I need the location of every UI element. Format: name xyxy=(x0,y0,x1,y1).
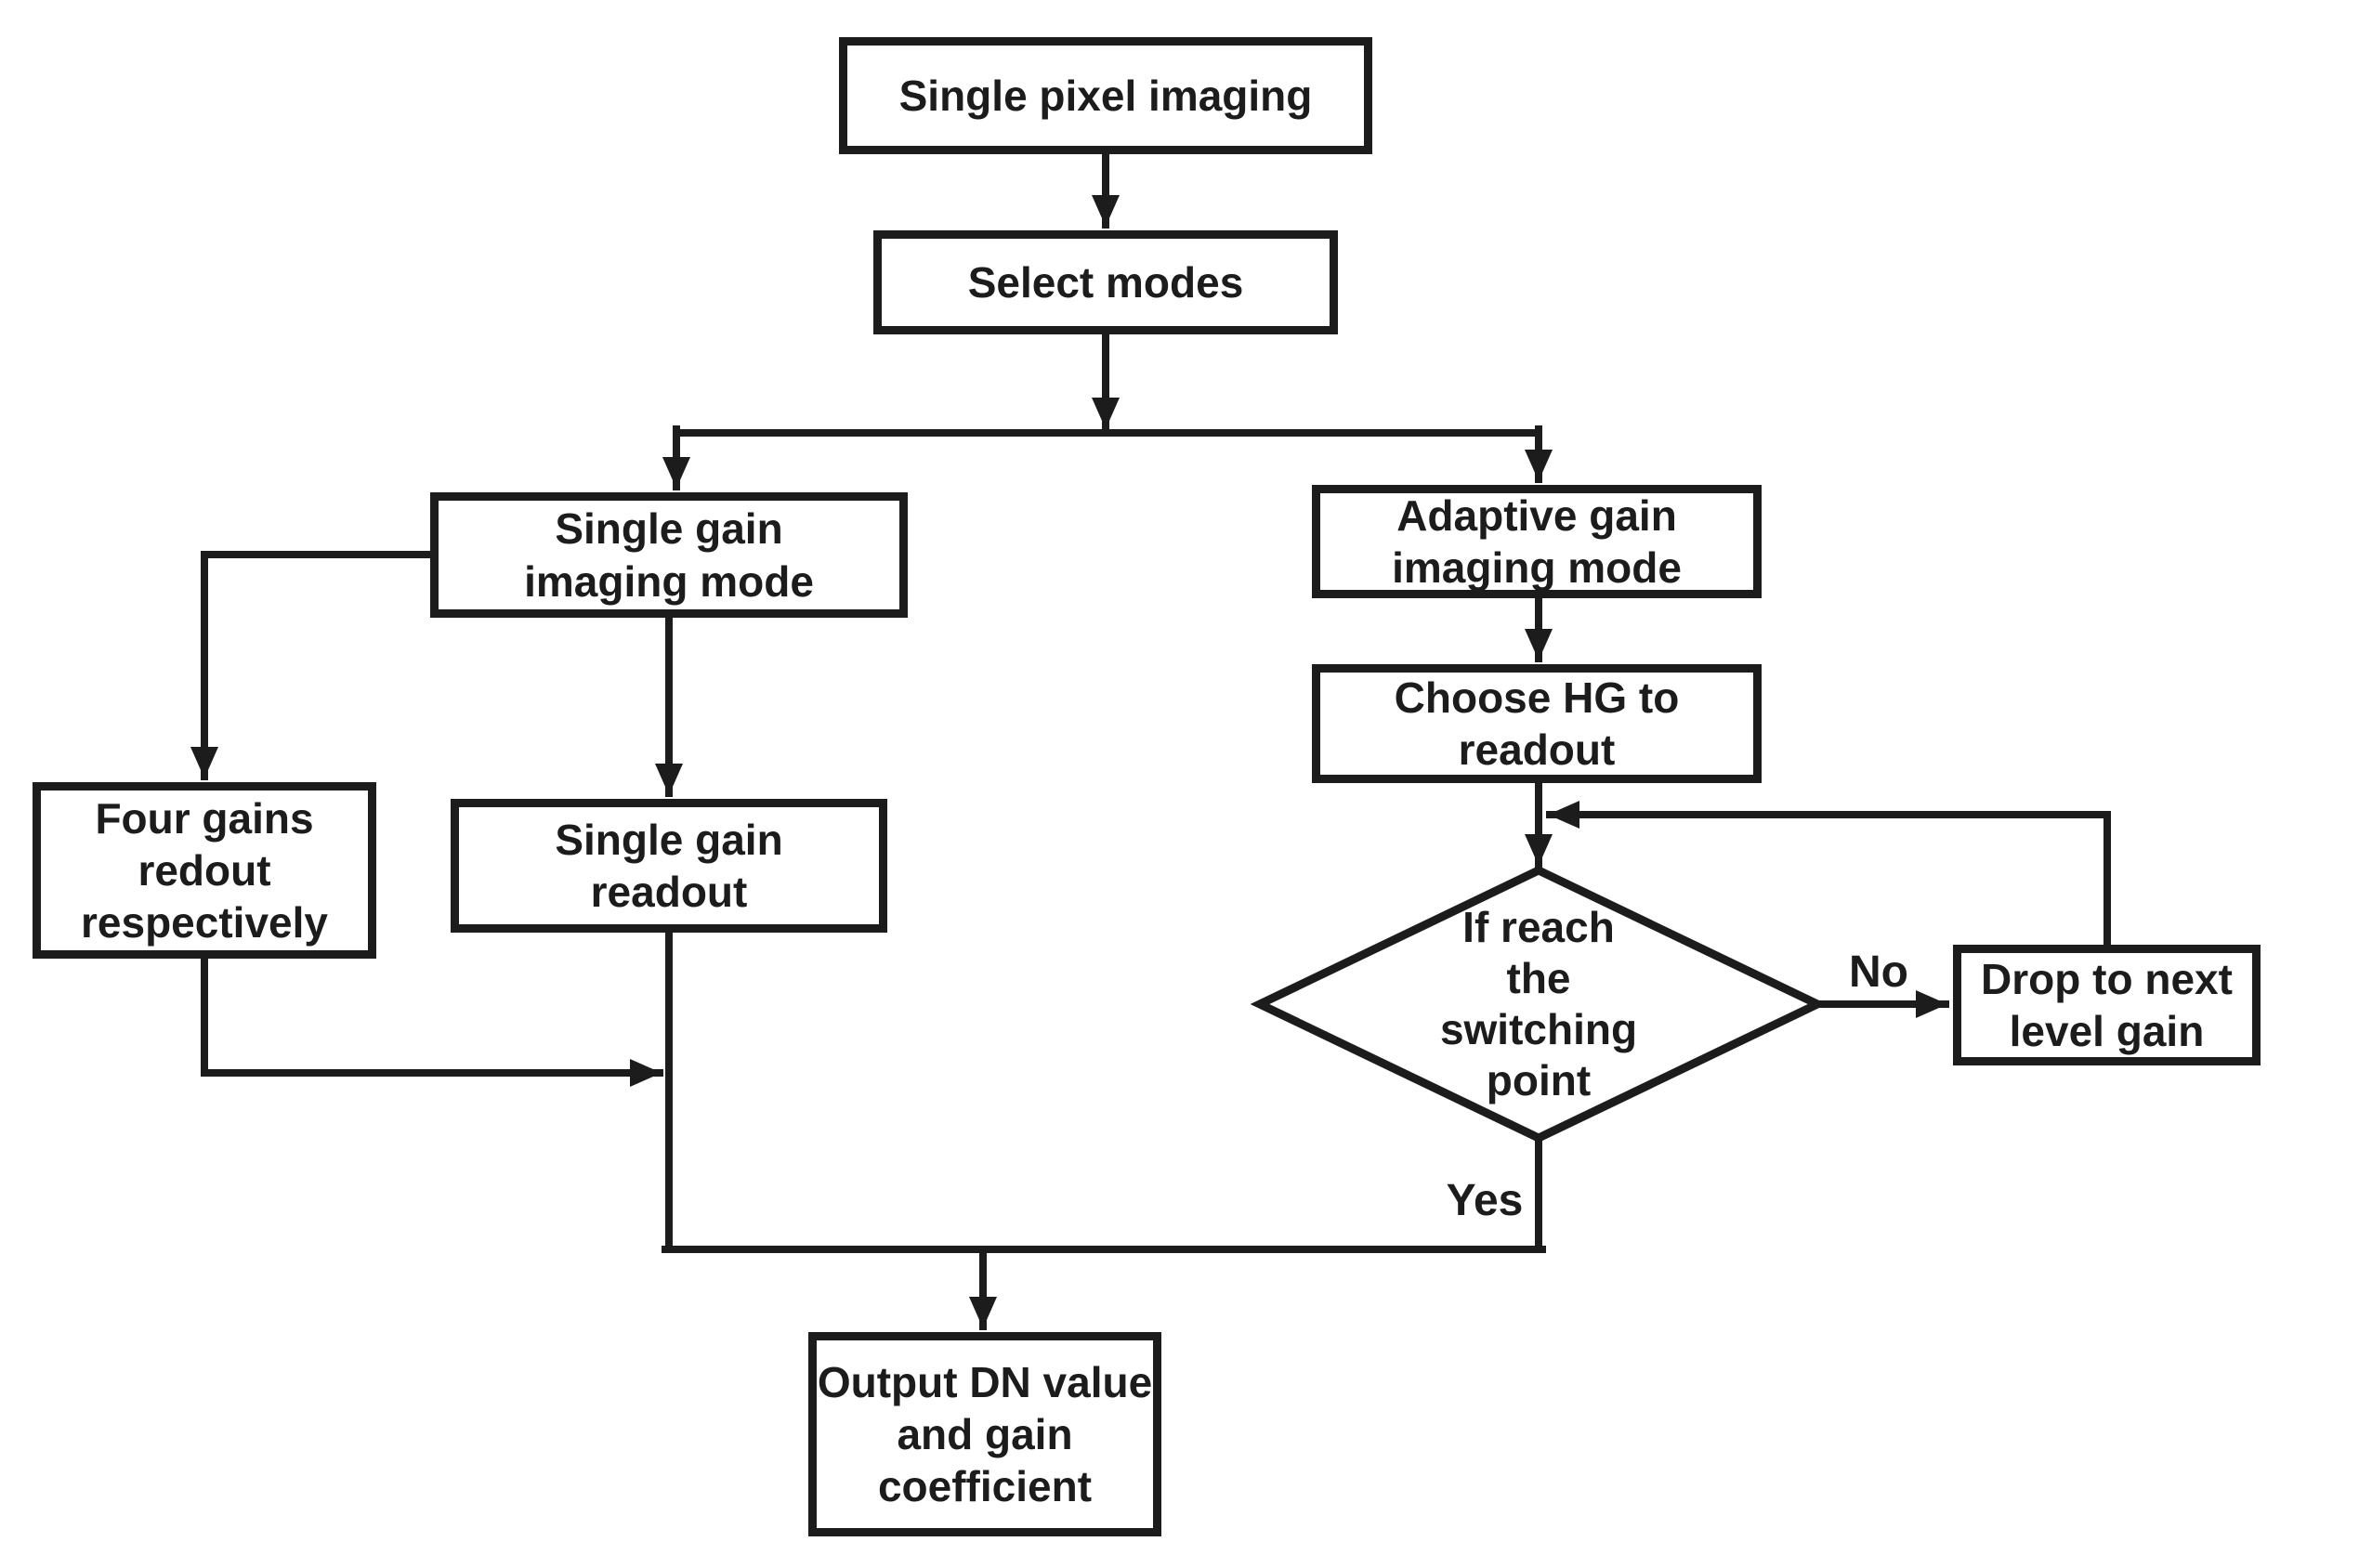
edge-label-yes: Yes xyxy=(1446,1175,1524,1225)
node-single-pixel-imaging: Single pixel imaging xyxy=(839,37,1372,154)
node-output-dn-value: Output DN value and gain coefficient xyxy=(808,1332,1161,1536)
decision-diamond-label: If reach the switching point xyxy=(1439,902,1638,1105)
edge-four-gains-to-merge xyxy=(201,955,663,1087)
decision-diamond-shape xyxy=(1250,866,1828,1143)
node-select-modes: Select modes xyxy=(873,230,1338,334)
node-four-gains-redout: Four gains redout respectively xyxy=(33,782,376,959)
node-single-gain-readout: Single gain readout xyxy=(451,799,887,933)
edge-drop-feedback-loop xyxy=(1546,801,2111,948)
node-single-gain-imaging-mode: Single gain imaging mode xyxy=(430,492,908,618)
node-drop-to-next-level-gain: Drop to next level gain xyxy=(1953,945,2261,1065)
node-adaptive-gain-imaging-mode: Adaptive gain imaging mode xyxy=(1312,485,1762,598)
edge-label-no: No xyxy=(1849,947,1908,997)
node-choose-hg-to-readout: Choose HG to readout xyxy=(1312,664,1762,783)
edge-single-gain-mode-to-four-gains xyxy=(190,551,434,780)
